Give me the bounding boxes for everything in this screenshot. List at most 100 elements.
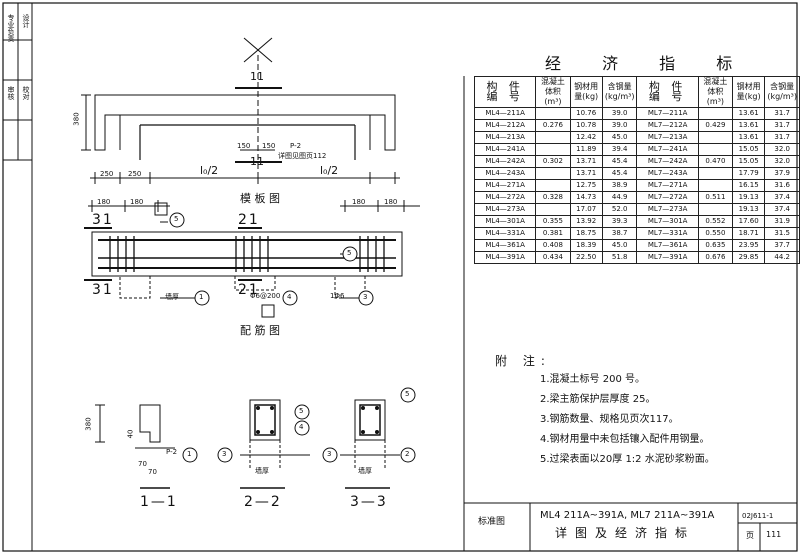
econ-cell: 22.50	[569, 251, 603, 264]
title-block-line2: 详图及经济指标	[555, 526, 696, 540]
callout-circles	[169, 212, 416, 463]
notes-title: 附 注:	[495, 354, 551, 368]
econ-cell: 12.75	[569, 179, 603, 192]
note-4: 4.钢材用量中未包括镶入配件用钢量。	[540, 434, 710, 445]
note-2: 2.梁主筋保护层厚度 25。	[540, 394, 656, 405]
econ-cell: 0.429	[697, 119, 734, 132]
section-mark-21-top: 21	[238, 212, 260, 228]
callout-3-sec2: 3	[222, 450, 227, 458]
econ-cell: ML4—243A	[473, 167, 537, 180]
econ-cell: 32.0	[764, 143, 800, 156]
econ-cell: 45.4	[601, 155, 638, 168]
header-steel-left: 钢材用量(kg)	[569, 76, 603, 108]
dim-180-a: 180	[97, 198, 111, 206]
econ-cell: ML7—301A	[636, 215, 699, 228]
wall-thickness-3: 墙厚	[358, 467, 372, 475]
econ-cell: 39.0	[601, 107, 638, 120]
econ-cell: ML7—271A	[636, 179, 699, 192]
header-steel-right: 钢材用量(kg)	[731, 76, 766, 108]
econ-cell	[697, 167, 734, 180]
section-3-3-label: 3—3	[350, 494, 388, 510]
econ-cell: ML7—213A	[636, 131, 699, 144]
econ-cell: 0.635	[697, 239, 734, 252]
econ-cell: 18.39	[569, 239, 603, 252]
econ-cell: 23.95	[731, 239, 766, 252]
econ-cell: ML7—242A	[636, 155, 699, 168]
econ-cell: ML7—331A	[636, 227, 699, 240]
rebar-spec-left: Φ6@200	[250, 292, 281, 300]
econ-cell: 45.0	[601, 131, 638, 144]
note-1: 1.混凝土标号 200 号。	[540, 374, 645, 385]
econ-cell	[535, 179, 571, 192]
econ-cell	[535, 131, 571, 144]
callout-5-sec3: 5	[405, 390, 410, 398]
callout-1-sec1: 1	[187, 450, 192, 458]
title-block-line1: ML4 211A~391A, ML7 211A~391A	[540, 510, 715, 521]
econ-cell: 10.76	[569, 107, 603, 120]
dim-180-d: 180	[384, 198, 398, 206]
header-ratio-left: 含钢量(kg/m³)	[601, 76, 638, 108]
wall-thickness-2: 墙厚	[255, 467, 269, 475]
econ-cell: 16.15	[731, 179, 766, 192]
econ-cell: 19.13	[731, 191, 766, 204]
econ-cell: 17.07	[569, 203, 603, 216]
section-mark-21-bottom: 21	[238, 282, 260, 298]
econ-cell: ML7—212A	[636, 119, 699, 132]
econ-cell: 39.0	[601, 119, 638, 132]
side-label-3: 设计	[22, 14, 30, 28]
econ-cell: 0.302	[535, 155, 571, 168]
callout-5-mid: 5	[347, 249, 352, 257]
econ-cell: 13.71	[569, 167, 603, 180]
econ-cell: 10.78	[569, 119, 603, 132]
econ-cell: 0.550	[697, 227, 734, 240]
econ-cell: ML4—331A	[473, 227, 537, 240]
section-mark-11-bottom: 11	[250, 155, 264, 168]
econ-cell: 0.355	[535, 215, 571, 228]
dim-380: 380	[72, 112, 81, 126]
side-label-1: 专业负责	[7, 14, 15, 42]
page-label: 页	[746, 531, 754, 540]
detail-reference: 详图见图页112	[278, 152, 327, 160]
econ-cell: 15.05	[731, 155, 766, 168]
note-5: 5.过梁表面以20厚 1:2 水泥砂浆粉面。	[540, 454, 715, 465]
econ-cell: 31.7	[764, 131, 800, 144]
callout-2-sec3: 2	[405, 450, 410, 458]
econ-cell: 39.4	[601, 143, 638, 156]
callout-3-sec3: 3	[327, 450, 332, 458]
econ-cell: 0.511	[697, 191, 734, 204]
econ-cell: ML4—272A	[473, 191, 537, 204]
side-label-2: 审核	[7, 86, 15, 100]
econ-cell	[697, 131, 734, 144]
econ-cell: 37.4	[764, 191, 800, 204]
econ-cell: 13.71	[569, 155, 603, 168]
econ-cell	[535, 167, 571, 180]
econ-cell: 12.42	[569, 131, 603, 144]
label-p2: P-2	[290, 142, 302, 150]
econ-cell: 45.0	[601, 239, 638, 252]
econ-cell: ML4—273A	[473, 203, 537, 216]
econ-cell: 31.6	[764, 179, 800, 192]
section-drawings	[95, 399, 400, 489]
header-concrete-right: 混凝土体积(m³)	[697, 76, 734, 108]
callout-5-top: 5	[174, 215, 179, 223]
econ-cell: 37.9	[764, 167, 800, 180]
econ-cell: 31.7	[764, 107, 800, 120]
econ-cell: 14.73	[569, 191, 603, 204]
econ-cell: ML4—212A	[473, 119, 537, 132]
callout-5-sec: 5	[299, 407, 304, 415]
econ-cell: 37.4	[764, 203, 800, 216]
econ-cell	[697, 179, 734, 192]
econ-cell: 31.5	[764, 227, 800, 240]
econ-cell: ML7—391A	[636, 251, 699, 264]
econ-cell: 17.79	[731, 167, 766, 180]
dim-150-right: 150	[262, 142, 276, 150]
section-mark-31-top: 31	[92, 212, 114, 228]
header-member-no-left: 构 件 编 号	[473, 76, 537, 108]
econ-cell: ML4—391A	[473, 251, 537, 264]
econ-cell: 0.328	[535, 191, 571, 204]
econ-index-title: 经 济 指 标	[545, 54, 751, 73]
